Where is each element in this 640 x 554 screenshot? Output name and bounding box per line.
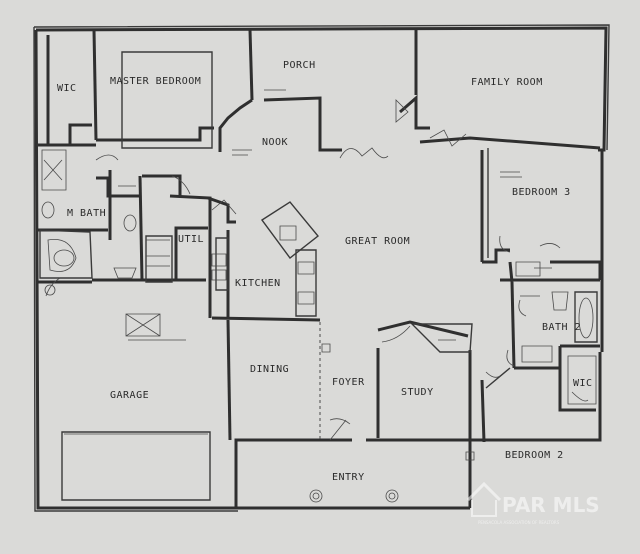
room-label-m-bath: M BATH xyxy=(67,208,106,219)
toilet-icon xyxy=(123,214,137,232)
watermark: PAR MLS PENSACOLA ASSOCIATION OF REALTOR… xyxy=(466,481,600,525)
annotation-mark xyxy=(232,149,252,156)
column-icon xyxy=(385,489,399,503)
room-label-kitchen: KITCHEN xyxy=(235,278,281,289)
exterior-walls xyxy=(33,24,610,512)
sink-icon xyxy=(521,345,553,363)
room-label-foyer: FOYER xyxy=(332,377,365,388)
sink-icon xyxy=(279,225,297,241)
house-logo-icon xyxy=(466,481,502,517)
bathtub-icon xyxy=(578,297,594,339)
room-label-dining: DINING xyxy=(250,364,289,375)
room-label-porch: PORCH xyxy=(283,60,316,71)
room-label-master-bedroom: MASTER BEDROOM xyxy=(110,76,201,87)
fixtures xyxy=(41,149,597,503)
bathtub-icon xyxy=(47,239,77,272)
sink-icon xyxy=(113,267,137,279)
room-label-bath-2: BATH 2 xyxy=(542,322,581,333)
toilet-icon xyxy=(551,291,569,311)
toilet-icon xyxy=(515,261,541,277)
column-icon xyxy=(309,489,323,503)
room-label-wic-left: WIC xyxy=(57,83,77,94)
room-label-entry: ENTRY xyxy=(332,472,365,483)
water-heater-icon xyxy=(44,284,56,296)
room-label-great-room: GREAT ROOM xyxy=(345,236,410,247)
watermark-tagline: PENSACOLA ASSOCIATION OF REALTORS xyxy=(478,520,560,525)
room-label-nook: NOOK xyxy=(262,137,288,148)
room-label-study: STUDY xyxy=(401,387,434,398)
room-label-family-room: FAMILY ROOM xyxy=(471,77,543,88)
toilet-icon xyxy=(41,201,55,219)
fine-print-marks xyxy=(118,89,552,341)
room-label-wic-right: WIC xyxy=(573,378,593,389)
range-icon xyxy=(211,253,227,281)
door-swings xyxy=(45,99,589,441)
light-fixture-icon xyxy=(321,343,331,353)
annotation-mark xyxy=(500,171,522,178)
room-labels: WIC MASTER BEDROOM PORCH FAMILY ROOM NOO… xyxy=(57,60,593,483)
room-label-bedroom-2: BEDROOM 2 xyxy=(505,450,564,461)
attic-access-icon xyxy=(125,313,161,337)
watermark-logo-text: PAR MLS xyxy=(502,493,600,517)
shower-icon xyxy=(41,149,67,191)
interior-walls xyxy=(38,29,602,501)
room-label-bedroom-3: BEDROOM 3 xyxy=(512,187,571,198)
room-label-util: UTIL xyxy=(178,234,204,245)
room-label-garage: GARAGE xyxy=(110,390,149,401)
